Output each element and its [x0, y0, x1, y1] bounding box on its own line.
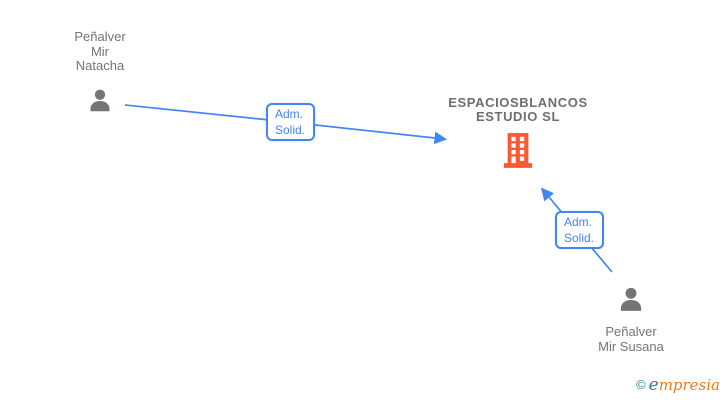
- company-name: ESPACIOSBLANCOS ESTUDIO SL: [432, 96, 604, 124]
- edge-label-adm-solid-2: Adm. Solid.: [555, 211, 604, 249]
- copyright-icon: ©: [636, 377, 646, 392]
- person-icon: [85, 86, 115, 122]
- node-person-natacha[interactable]: Peñalver Mir Natacha: [40, 29, 160, 122]
- edge-label-line1: Adm.: [275, 107, 304, 121]
- person-icon: [615, 284, 647, 322]
- edge-label-adm-solid-1: Adm. Solid.: [266, 103, 315, 141]
- person-susana-name-line1: Peñalver: [605, 324, 657, 339]
- edge-label-line2: Solid.: [275, 123, 306, 137]
- brand-letter-e: e: [648, 375, 659, 395]
- person-susana-name-line2: Mir Susana: [598, 338, 664, 354]
- node-company-espaciosblancos[interactable]: ESPACIOSBLANCOS ESTUDIO SL: [432, 96, 604, 174]
- person-natacha-name: Peñalver Mir Natacha: [40, 29, 160, 74]
- edge-label-line1: Adm.: [564, 215, 593, 229]
- person-susana-name: Peñalver Mir Susana: [570, 324, 692, 354]
- brand-text: mpresia: [658, 376, 720, 394]
- building-icon: [502, 131, 534, 174]
- company-name-line1: ESPACIOSBLANCOS: [448, 95, 588, 110]
- person-natacha-name-line1: Peñalver: [74, 29, 126, 44]
- person-natacha-name-line3: Natacha: [75, 58, 125, 73]
- empresia-logo[interactable]: ©empresia: [636, 375, 720, 395]
- company-name-line2: ESTUDIO SL: [475, 109, 560, 124]
- node-person-susana[interactable]: Peñalver Mir Susana: [570, 284, 692, 354]
- edge-label-line2: Solid.: [564, 231, 595, 245]
- person-natacha-name-line2: Mir: [90, 43, 110, 59]
